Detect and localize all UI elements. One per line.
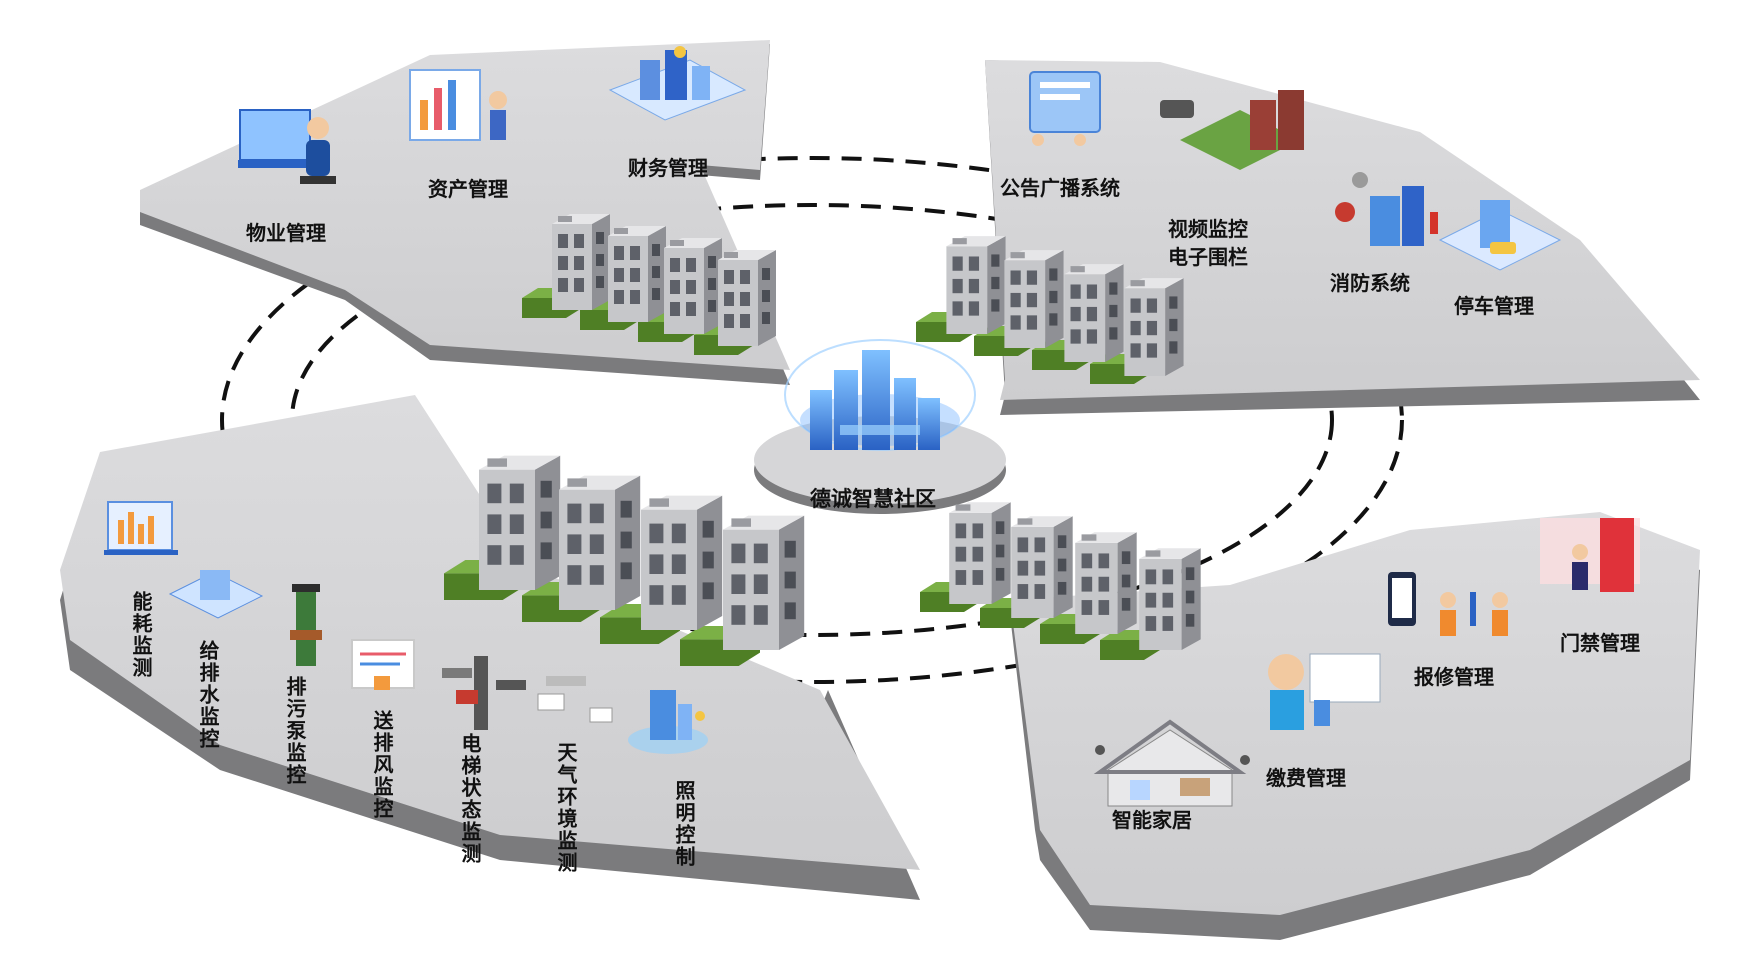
buildings-bottom-right	[920, 502, 1201, 660]
sector-bottom-left	[60, 395, 920, 900]
label-smart-home: 智能家居	[1112, 808, 1192, 832]
label-fire-system: 消防系统	[1330, 271, 1410, 295]
lighting-icon	[628, 690, 708, 754]
weather-icon	[537, 676, 613, 723]
finance-management-icon	[608, 46, 747, 121]
label-video-surveillance: 视频监控	[1168, 217, 1248, 241]
broadcast-icon	[1029, 71, 1101, 146]
inner-ring	[290, 203, 1334, 637]
label-payment: 缴费管理	[1266, 766, 1346, 790]
property-management-icon	[238, 109, 336, 184]
center-label: 德诚智慧社区	[810, 487, 936, 511]
label-access-control: 门禁管理	[1560, 631, 1640, 655]
label-energy-monitor: 能耗监测	[129, 591, 153, 679]
video-surveillance-icon	[1160, 90, 1304, 170]
outer-ring	[220, 156, 1404, 684]
label-broadcast: 公告广播系统	[1000, 176, 1120, 200]
label-elevator: 电梯状态监测	[458, 733, 482, 865]
label-ventilation: 送排风监控	[370, 710, 394, 820]
label-parking: 停车管理	[1454, 294, 1534, 318]
smart-city-icon	[810, 350, 940, 450]
access-control-icon	[1540, 518, 1640, 592]
label-weather: 天气环境监测	[554, 742, 578, 874]
fire-system-icon	[1335, 172, 1438, 246]
elevator-icon	[442, 656, 526, 730]
label-electronic-fence: 电子围栏	[1168, 245, 1248, 269]
label-sewage-pump: 排污泵监控	[283, 676, 307, 786]
center-hub	[754, 339, 1006, 514]
label-water-supply: 给排水监控	[196, 640, 220, 750]
smart-home-icon	[1093, 719, 1250, 807]
label-lighting: 照明控制	[672, 780, 696, 868]
energy-monitor-icon	[104, 501, 178, 555]
sewage-pump-icon	[290, 584, 322, 666]
water-supply-icon	[168, 570, 264, 619]
label-finance-management: 财务管理	[628, 156, 708, 180]
label-repair: 报修管理	[1414, 665, 1494, 689]
parking-icon	[1438, 200, 1562, 271]
asset-management-icon	[409, 69, 507, 141]
ventilation-icon	[351, 639, 415, 690]
label-asset-management: 资产管理	[428, 177, 508, 201]
label-property-management: 物业管理	[246, 221, 326, 245]
repair-icon	[1388, 572, 1508, 636]
payment-icon	[1268, 653, 1381, 730]
